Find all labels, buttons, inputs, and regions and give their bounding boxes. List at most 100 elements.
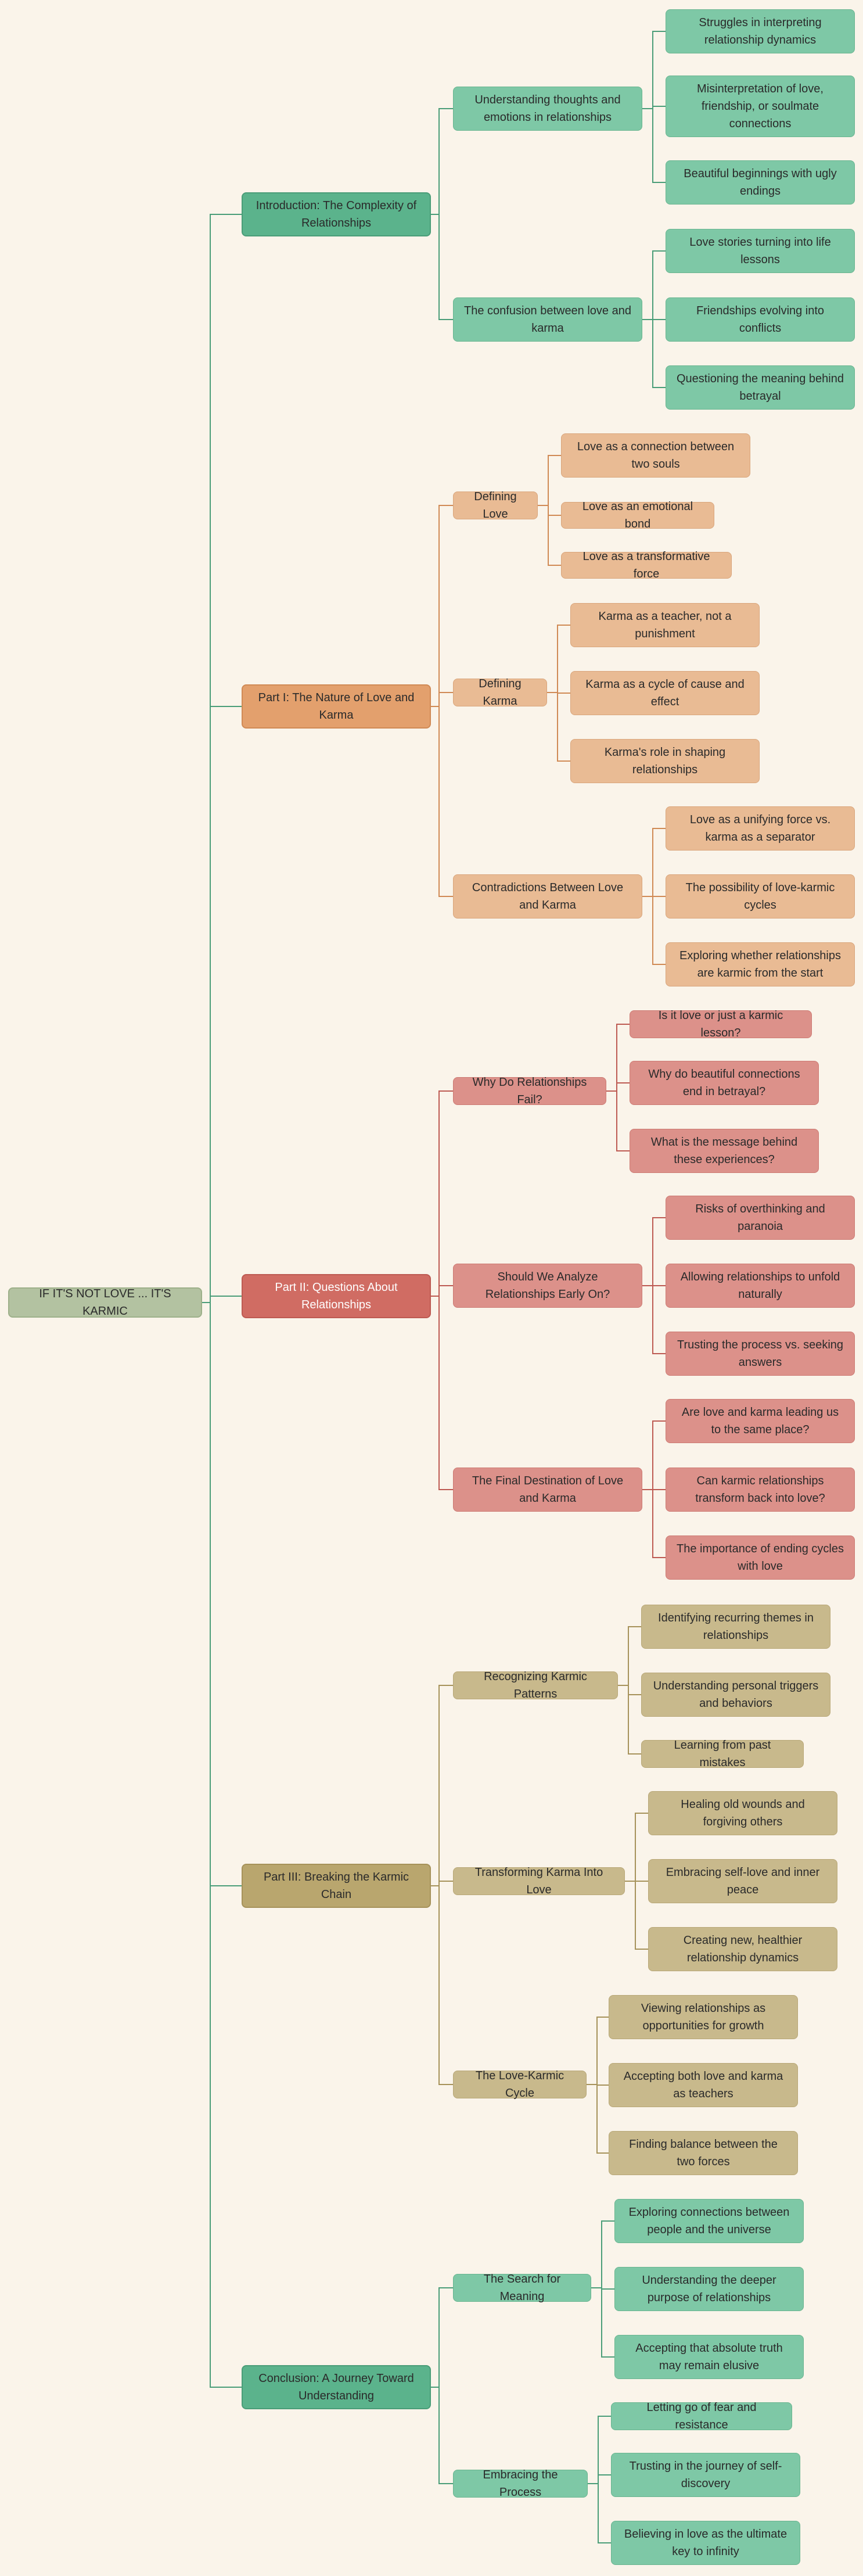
- leaf-node: Love stories turning into life lessons: [666, 229, 855, 273]
- leaf-node: Embracing self-love and inner peace: [648, 1859, 837, 1903]
- leaf-node: Accepting both love and karma as teacher…: [609, 2063, 798, 2107]
- leaf-node: Is it love or just a karmic lesson?: [630, 1009, 812, 1039]
- connector-line: [202, 1302, 242, 2388]
- section-introduction: Introduction: The Complexity of Relation…: [242, 192, 431, 236]
- leaf-node: Are love and karma leading us to the sam…: [666, 1399, 855, 1443]
- topic-embracing-process: Embracing the Process: [453, 2469, 588, 2499]
- leaf-node: What is the message behind these experie…: [630, 1129, 819, 1173]
- section-conclusion: Conclusion: A Journey Toward Understandi…: [242, 2365, 431, 2409]
- connector-line: [642, 1285, 666, 1354]
- leaf-node: Viewing relationships as opportunities f…: [609, 1995, 798, 2039]
- topic-contradictions: Contradictions Between Love and Karma: [453, 874, 642, 919]
- connector-line: [642, 896, 666, 965]
- connector-line: [591, 2287, 614, 2358]
- leaf-node: Creating new, healthier relationship dyn…: [648, 1927, 837, 1971]
- connector-line: [431, 1090, 453, 1297]
- connector-line: [642, 319, 666, 388]
- connector-line: [538, 505, 561, 516]
- leaf-node: Learning from past mistakes: [641, 1739, 804, 1769]
- topic-why-fail: Why Do Relationships Fail?: [453, 1076, 606, 1106]
- leaf-node: Understanding the deeper purpose of rela…: [614, 2267, 804, 2311]
- section-part-2: Part II: Questions About Relationships: [242, 1274, 431, 1318]
- leaf-node: Love as a connection between two souls: [561, 433, 750, 478]
- connector-line: [431, 706, 453, 897]
- connector-line: [202, 706, 242, 1303]
- leaf-node: Exploring whether relationships are karm…: [666, 942, 855, 986]
- leaf-node: Love as a unifying force vs. karma as a …: [666, 806, 855, 851]
- connector-line: [625, 1881, 648, 1950]
- connector-line: [642, 1489, 666, 1558]
- topic-confusion-love-karma: The confusion between love and karma: [453, 297, 642, 342]
- connector-line: [202, 1296, 242, 1303]
- topic-defining-karma: Defining Karma: [453, 677, 547, 708]
- leaf-node: Karma's role in shaping relationships: [570, 739, 760, 783]
- connector-line: [618, 1685, 641, 1695]
- leaf-node: Love as an emotional bond: [561, 500, 714, 530]
- leaf-node: Allowing relationships to unfold natural…: [666, 1264, 855, 1308]
- connector-line: [431, 1685, 453, 1886]
- connector-line: [547, 692, 570, 762]
- connector-line: [587, 2017, 609, 2085]
- connector-line: [431, 108, 453, 215]
- topic-final-destination: The Final Destination of Love and Karma: [453, 1468, 642, 1512]
- connector-line: [431, 692, 453, 707]
- topic-love-karmic-cycle: The Love-Karmic Cycle: [453, 2069, 587, 2100]
- connector-line: [642, 31, 666, 109]
- leaf-node: Trusting the process vs. seeking answers: [666, 1332, 855, 1376]
- leaf-node: Finding balance between the two forces: [609, 2131, 798, 2175]
- leaf-node: Beautiful beginnings with ugly endings: [666, 160, 855, 204]
- connector-line: [642, 1420, 666, 1490]
- topic-analyze-early: Should We Analyze Relationships Early On…: [453, 1264, 642, 1308]
- leaf-node: Misinterpretation of love, friendship, o…: [666, 76, 855, 137]
- topic-recognizing-patterns: Recognizing Karmic Patterns: [453, 1670, 618, 1700]
- leaf-node: Identifying recurring themes in relation…: [641, 1605, 830, 1649]
- leaf-node: Understanding personal triggers and beha…: [641, 1673, 830, 1717]
- connector-line: [431, 214, 453, 320]
- connector-line: [591, 2220, 614, 2288]
- leaf-node: Struggles in interpreting relationship d…: [666, 9, 855, 53]
- topic-search-meaning: The Search for Meaning: [453, 2273, 591, 2303]
- section-part-1: Part I: The Nature of Love and Karma: [242, 684, 431, 729]
- connector-line: [431, 2287, 453, 2388]
- connector-line: [587, 2084, 609, 2154]
- connector-line: [547, 625, 570, 693]
- root-node: IF IT'S NOT LOVE ... IT'S KARMIC: [8, 1287, 202, 1318]
- topic-transforming-karma: Transforming Karma Into Love: [453, 1866, 625, 1896]
- leaf-node: The importance of ending cycles with lov…: [666, 1535, 855, 1580]
- connector-line: [431, 1885, 453, 2085]
- leaf-node: Trusting in the journey of self-discover…: [611, 2453, 800, 2497]
- leaf-node: Why do beautiful connections end in betr…: [630, 1061, 819, 1105]
- connector-line: [431, 2387, 453, 2484]
- connector-line: [202, 1302, 242, 1886]
- connector-line: [588, 2483, 611, 2543]
- connector-line: [431, 1881, 453, 1886]
- connector-line: [588, 2416, 611, 2484]
- leaf-node: Believing in love as the ultimate key to…: [611, 2521, 800, 2565]
- leaf-node: Karma as a teacher, not a punishment: [570, 603, 760, 647]
- leaf-node: Risks of overthinking and paranoia: [666, 1196, 855, 1240]
- connector-line: [642, 1217, 666, 1286]
- leaf-node: Love as a transformative force: [561, 550, 732, 580]
- connector-line: [625, 1813, 648, 1882]
- connector-line: [431, 505, 453, 707]
- connector-line: [642, 828, 666, 897]
- connector-line: [642, 108, 666, 183]
- connector-line: [431, 1296, 453, 1490]
- section-part-3: Part III: Breaking the Karmic Chain: [242, 1864, 431, 1908]
- connector-line: [618, 1626, 641, 1686]
- leaf-node: Can karmic relationships transform back …: [666, 1468, 855, 1512]
- connector-line: [538, 455, 561, 506]
- topic-defining-love: Defining Love: [453, 490, 538, 521]
- leaf-node: Letting go of fear and resistance: [611, 2401, 792, 2431]
- connector-line: [431, 1285, 453, 1297]
- connector-line: [538, 505, 561, 566]
- connector-line: [618, 1685, 641, 1755]
- leaf-node: The possibility of love-karmic cycles: [666, 874, 855, 919]
- leaf-node: Questioning the meaning behind betrayal: [666, 365, 855, 410]
- topic-understanding-thoughts: Understanding thoughts and emotions in r…: [453, 87, 642, 131]
- leaf-node: Exploring connections between people and…: [614, 2199, 804, 2243]
- connector-line: [202, 214, 242, 1303]
- connector-line: [606, 1024, 630, 1092]
